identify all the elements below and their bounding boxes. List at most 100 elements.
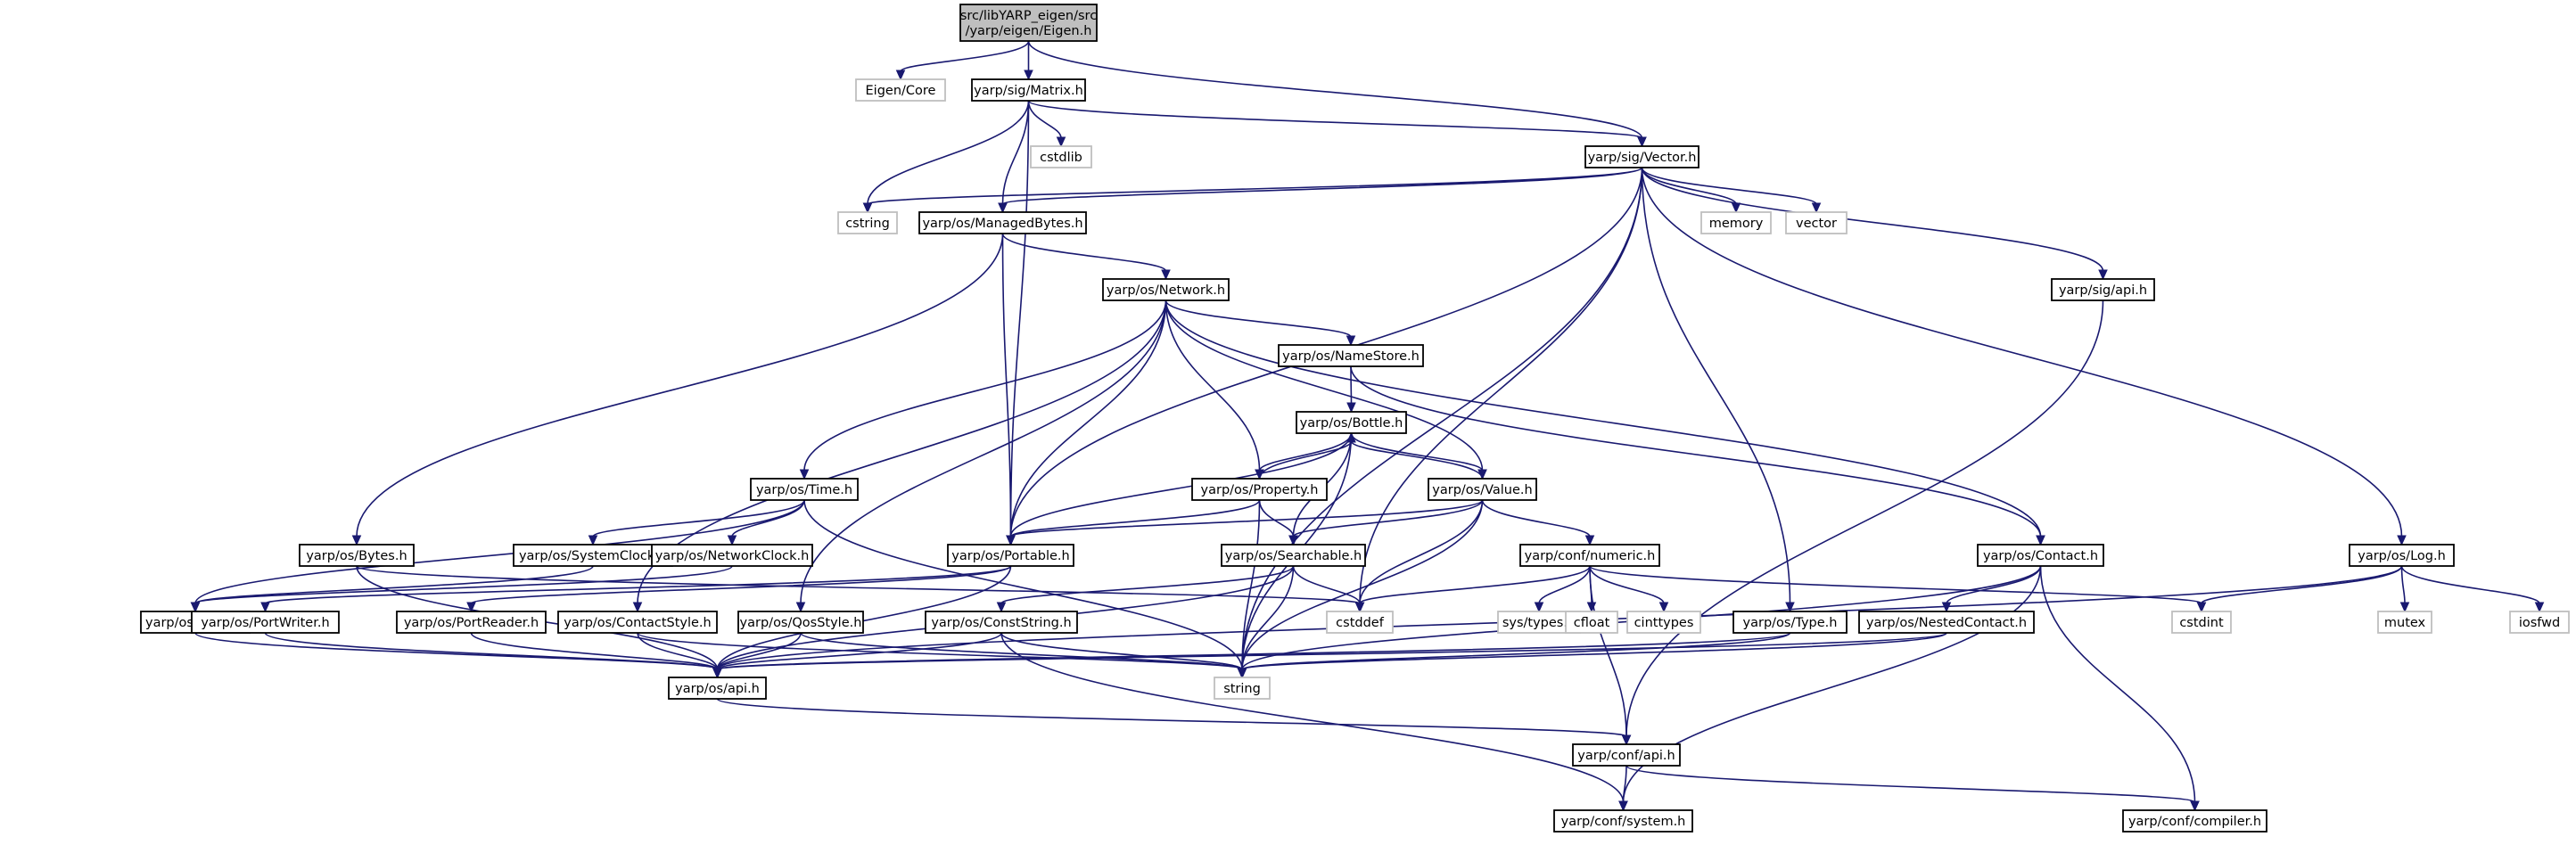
edge-line (1292, 565, 1361, 604)
node-box (1553, 809, 1693, 833)
edge-line (470, 632, 719, 670)
node-bottle[interactable]: yarp/os/Bottle.h (1296, 411, 1407, 434)
edge-line (716, 698, 1627, 737)
node-networkclock[interactable]: yarp/os/NetworkClock.h (651, 544, 813, 567)
edge-line (1359, 499, 1484, 604)
node-contact[interactable]: yarp/os/Contact.h (1977, 544, 2104, 567)
edge-line (637, 632, 719, 670)
node-label: cstring (845, 217, 890, 231)
node-portable[interactable]: yarp/os/Portable.h (947, 544, 1074, 567)
node-log[interactable]: yarp/os/Log.h (2349, 544, 2455, 567)
arrowhead-icon (190, 602, 201, 613)
node-stdvector: vector (1785, 211, 1848, 234)
edge-vector-to-sigapi (1641, 167, 2108, 281)
node-property[interactable]: yarp/os/Property.h (1191, 478, 1328, 501)
node-label: Eigen/Core (866, 84, 936, 98)
edge-network-to-property (1165, 299, 1264, 480)
edge-network-to-portable (1006, 299, 1167, 546)
edge-line (1641, 167, 1737, 205)
edge-line (1589, 565, 2202, 604)
node-qosstyle[interactable]: yarp/os/QosStyle.h (737, 611, 864, 634)
edge-line (867, 167, 1643, 205)
node-box (191, 611, 340, 634)
arrowhead-icon (1534, 602, 1544, 613)
edge-contact-to-system (1618, 565, 2042, 812)
node-label: cstdint (2179, 616, 2224, 630)
node-searchable[interactable]: yarp/os/Searchable.h (1221, 544, 1366, 567)
node-label: cstddef (1336, 616, 1385, 630)
node-vector[interactable]: yarp/sig/Vector.h (1584, 145, 1700, 168)
node-label: yarp/conf/api.h (1577, 749, 1675, 763)
edge-type-to-string (1237, 632, 1791, 679)
arrowhead-icon (588, 535, 598, 546)
edge-line (2039, 565, 2196, 803)
node-box (2051, 278, 2155, 301)
node-root[interactable]: src/libYARP_eigen/src/yarp/eigen/Eigen.h (959, 4, 1098, 42)
arrowhead-icon (1346, 431, 1356, 443)
edge-matrix-to-cstdlib (1027, 100, 1066, 148)
arrowhead-icon (2399, 602, 2410, 613)
arrowhead-icon (1354, 602, 1365, 613)
node-label: yarp/os/Type.h (1743, 616, 1838, 630)
node-box (947, 544, 1074, 567)
node-sigapi[interactable]: yarp/sig/api.h (2051, 278, 2155, 301)
edge-line (716, 632, 802, 670)
node-label: cinttypes (1634, 616, 1694, 630)
node-cfloat: cfloat (1565, 611, 1618, 634)
node-type[interactable]: yarp/os/Type.h (1732, 611, 1848, 634)
node-portwriter[interactable]: yarp/os/PortWriter.h (191, 611, 340, 634)
node-label: mutex (2384, 616, 2426, 630)
edge-line (1625, 765, 2196, 803)
node-compiler[interactable]: yarp/conf/compiler.h (2122, 809, 2267, 833)
node-numeric[interactable]: yarp/conf/numeric.h (1519, 544, 1660, 567)
arrowhead-icon (1288, 535, 1298, 546)
node-label: yarp/os/api.h (675, 682, 760, 696)
node-cinttypes: cinttypes (1626, 611, 1701, 634)
arrowhead-icon (1621, 734, 1632, 746)
edge-managedbytes-to-bytes (351, 233, 1004, 546)
node-contactstyle[interactable]: yarp/os/ContactStyle.h (557, 611, 718, 634)
node-box (557, 611, 718, 634)
node-matrix[interactable]: yarp/sig/Matrix.h (971, 78, 1086, 102)
node-time[interactable]: yarp/os/Time.h (750, 478, 859, 501)
node-box (1030, 145, 1092, 168)
node-systemclock[interactable]: yarp/os/SystemClock.h (513, 544, 673, 567)
node-confapi[interactable]: yarp/conf/api.h (1572, 743, 1681, 767)
nodes-layer: src/libYARP_eigen/src/yarp/eigen/Eigen.h… (140, 4, 2570, 833)
edge-time-to-systemclock (588, 499, 805, 546)
arrowhead-icon (1237, 668, 1247, 679)
node-value[interactable]: yarp/os/Value.h (1428, 478, 1537, 501)
node-box (959, 4, 1098, 42)
edge-line (1000, 632, 1625, 803)
node-managedbytes[interactable]: yarp/os/ManagedBytes.h (918, 211, 1087, 234)
node-osapi[interactable]: yarp/os/api.h (668, 677, 767, 700)
node-portreader[interactable]: yarp/os/PortReader.h (396, 611, 547, 634)
edge-portable-to-portwriter (260, 565, 1012, 613)
edge-confapi-to-compiler (1625, 765, 2200, 812)
arrowhead-icon (1584, 535, 1595, 546)
node-system[interactable]: yarp/conf/system.h (1553, 809, 1693, 833)
node-bytes[interactable]: yarp/os/Bytes.h (299, 544, 415, 567)
node-label: yarp/os/ManagedBytes.h (922, 217, 1082, 231)
node-box (1732, 611, 1848, 634)
node-cstdint: cstdint (2171, 611, 2232, 634)
node-box (2122, 809, 2267, 833)
node-network[interactable]: yarp/os/Network.h (1102, 278, 1230, 301)
node-label: yarp/os/Property.h (1201, 483, 1319, 497)
node-box (1700, 211, 1772, 234)
node-namestore[interactable]: yarp/os/NameStore.h (1278, 344, 1424, 367)
edge-numeric-to-cstdint (1589, 565, 2207, 613)
node-box (750, 478, 859, 501)
node-label: string (1223, 682, 1261, 696)
node-nestedcontact[interactable]: yarp/os/NestedContact.h (1858, 611, 2035, 634)
node-conststring[interactable]: yarp/os/ConstString.h (925, 611, 1078, 634)
edge-line (800, 299, 1167, 604)
arrowhead-icon (466, 602, 476, 613)
edge-line (1009, 432, 1353, 537)
edge-line (1009, 499, 1261, 537)
edge-line (731, 499, 805, 537)
node-box (1858, 611, 2035, 634)
edge-line (1622, 765, 1627, 803)
node-label: yarp/os/Searchable.h (1225, 549, 1362, 563)
node-box (651, 544, 813, 567)
